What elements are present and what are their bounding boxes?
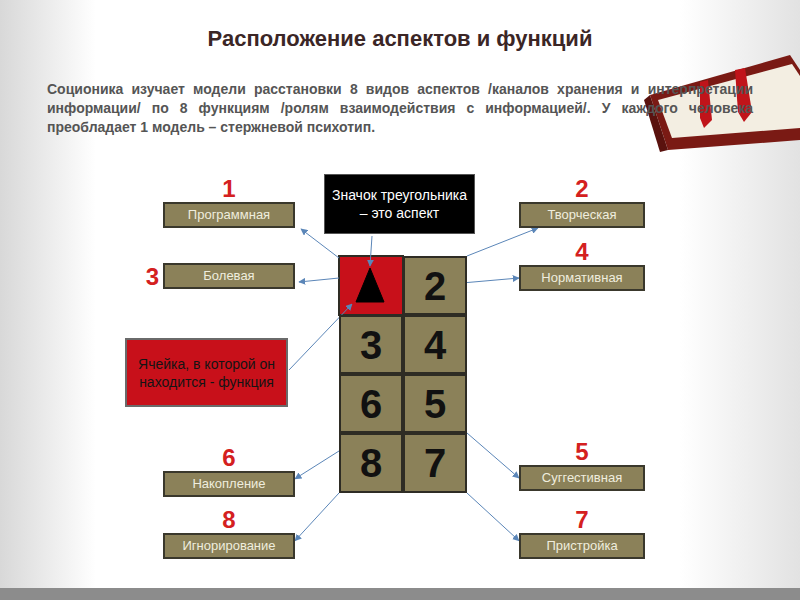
- function-box: 7Пристройка: [519, 533, 645, 559]
- function-box: 2Творческая: [519, 202, 645, 228]
- function-box: 3Болевая: [163, 263, 295, 289]
- function-name: Творческая: [521, 204, 643, 226]
- callout-number: 4: [521, 240, 643, 264]
- cell-number: 8: [360, 441, 382, 485]
- function-name: Нормативная: [521, 267, 643, 289]
- callout-number: 1: [165, 177, 293, 201]
- cell-number: 4: [424, 323, 446, 367]
- leader-line: [370, 236, 372, 266]
- cell-number: 3: [360, 323, 382, 367]
- cell-number: 5: [424, 382, 446, 426]
- function-box: 8Игнорирование: [163, 533, 295, 559]
- function-box: 4Нормативная: [519, 265, 645, 291]
- callout-text: Значок треугольника – это аспект: [325, 183, 474, 225]
- function-name: Накопление: [165, 473, 293, 495]
- function-cell: 2: [403, 256, 467, 315]
- callout-number: 3: [146, 265, 159, 289]
- cell-number: 2: [424, 264, 446, 308]
- function-name: Болевая: [165, 265, 293, 287]
- slide-title: Расположение аспектов и функций: [0, 26, 800, 52]
- function-cell: 6: [339, 374, 403, 433]
- callout-number: 7: [521, 508, 643, 532]
- aspect-cell: [339, 256, 403, 315]
- function-cell: 5: [403, 374, 467, 433]
- function-name: Пристройка: [521, 535, 643, 557]
- connector-arrow: [295, 493, 339, 541]
- function-cell: 4: [403, 315, 467, 374]
- function-box: 5Суггестивная: [519, 465, 645, 491]
- function-name: Суггестивная: [521, 467, 643, 489]
- callout-text: Ячейка, в которой он находится - функция: [127, 352, 286, 394]
- aspect-callout: Значок треугольника – это аспект: [324, 174, 475, 234]
- leader-line: [299, 278, 339, 282]
- aspect-triangle: [356, 268, 384, 302]
- function-cell: 7: [403, 433, 467, 493]
- function-name: Программная: [165, 204, 293, 226]
- connector-arrow: [467, 228, 538, 256]
- function-name: Игнорирование: [165, 535, 293, 557]
- cell-number: 6: [360, 382, 382, 426]
- cell-number: 7: [424, 441, 446, 485]
- function-box: 1Программная: [163, 202, 295, 228]
- connector-arrow: [467, 278, 519, 283]
- callout-number: 6: [165, 446, 293, 470]
- connector-arrow: [295, 451, 339, 479]
- connector-arrow: [467, 433, 519, 478]
- function-callout: Ячейка, в которой он находится - функция: [125, 338, 288, 407]
- bottom-band: [0, 588, 800, 600]
- callout-number: 5: [521, 440, 643, 464]
- function-box: 6Накопление: [163, 471, 295, 497]
- connector-arrow: [467, 493, 519, 541]
- function-cell: 8: [339, 433, 403, 493]
- callout-number: 8: [165, 508, 293, 532]
- intro-text: Соционика изучает модели расстановки 8 в…: [47, 80, 753, 137]
- callout-number: 2: [521, 177, 643, 201]
- function-cell: 3: [339, 315, 403, 374]
